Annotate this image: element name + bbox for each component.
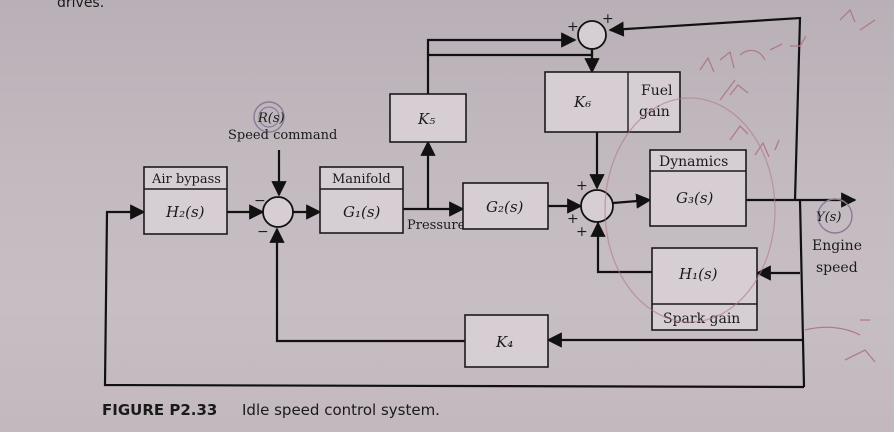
- figure-caption: Idle speed control system.: [242, 401, 440, 419]
- sign-plus-feedback: +: [602, 11, 614, 27]
- manifold-tf: G₁(s): [343, 203, 381, 221]
- block-h1-spark-gain: H₁(s) Spark gain: [651, 247, 758, 331]
- g2-tf: G₂(s): [486, 198, 524, 216]
- sign-plus-g2: +: [567, 211, 579, 227]
- reference-symbol: R(s): [257, 111, 285, 126]
- output-label-line2: speed: [816, 260, 858, 276]
- spark-gain-label: Spark gain: [663, 311, 740, 327]
- block-dynamics: Dynamics G₃(s): [649, 149, 747, 227]
- sign-minus-k4: −: [257, 224, 269, 240]
- manifold-title: Manifold: [332, 172, 391, 187]
- block-k6-fuel-gain: K₆ Fuel gain: [544, 71, 681, 133]
- summing-junction-speed: [262, 196, 294, 228]
- dynamics-title: Dynamics: [659, 154, 728, 170]
- k5-tf: K₅: [417, 110, 435, 128]
- fuel-gain-line2: gain: [639, 104, 670, 120]
- figure-number: FIGURE P2.33: [102, 401, 217, 419]
- signal-wires: [103, 16, 857, 389]
- k4-tf: K₄: [495, 333, 513, 351]
- reference-circle: [253, 101, 285, 133]
- block-g2: G₂(s): [462, 182, 549, 230]
- handwritten-annotations: [604, 8, 876, 363]
- sign-minus-h2: −: [254, 193, 266, 209]
- reference-label: Speed command: [228, 128, 337, 143]
- h1-tf: H₁(s): [678, 265, 718, 283]
- sign-plus-h1: +: [576, 224, 588, 240]
- air-bypass-title: Air bypass: [151, 172, 221, 187]
- output-circle: [817, 198, 853, 234]
- summing-junction-k5-k6: [577, 20, 607, 50]
- output-label-line1: Engine: [812, 238, 862, 254]
- summing-junction-fuel: [580, 189, 614, 223]
- k6-tf: K₆: [573, 93, 591, 111]
- block-k4: K₄: [464, 314, 549, 368]
- block-air-bypass: Air bypass H₂(s): [143, 166, 228, 235]
- output-symbol: Y(s): [816, 210, 841, 225]
- air-bypass-tf: H₂(s): [165, 203, 205, 221]
- top-cropped-text: drives.: [57, 0, 104, 11]
- sign-plus-k5: +: [567, 19, 579, 35]
- pressure-label: Pressure: [407, 218, 466, 233]
- fuel-gain-line1: Fuel: [641, 83, 673, 99]
- block-k5: K₅: [389, 93, 467, 143]
- sign-plus-k6: +: [576, 178, 588, 194]
- dynamics-tf: G₃(s): [676, 189, 714, 207]
- block-manifold: Manifold G₁(s): [319, 166, 404, 234]
